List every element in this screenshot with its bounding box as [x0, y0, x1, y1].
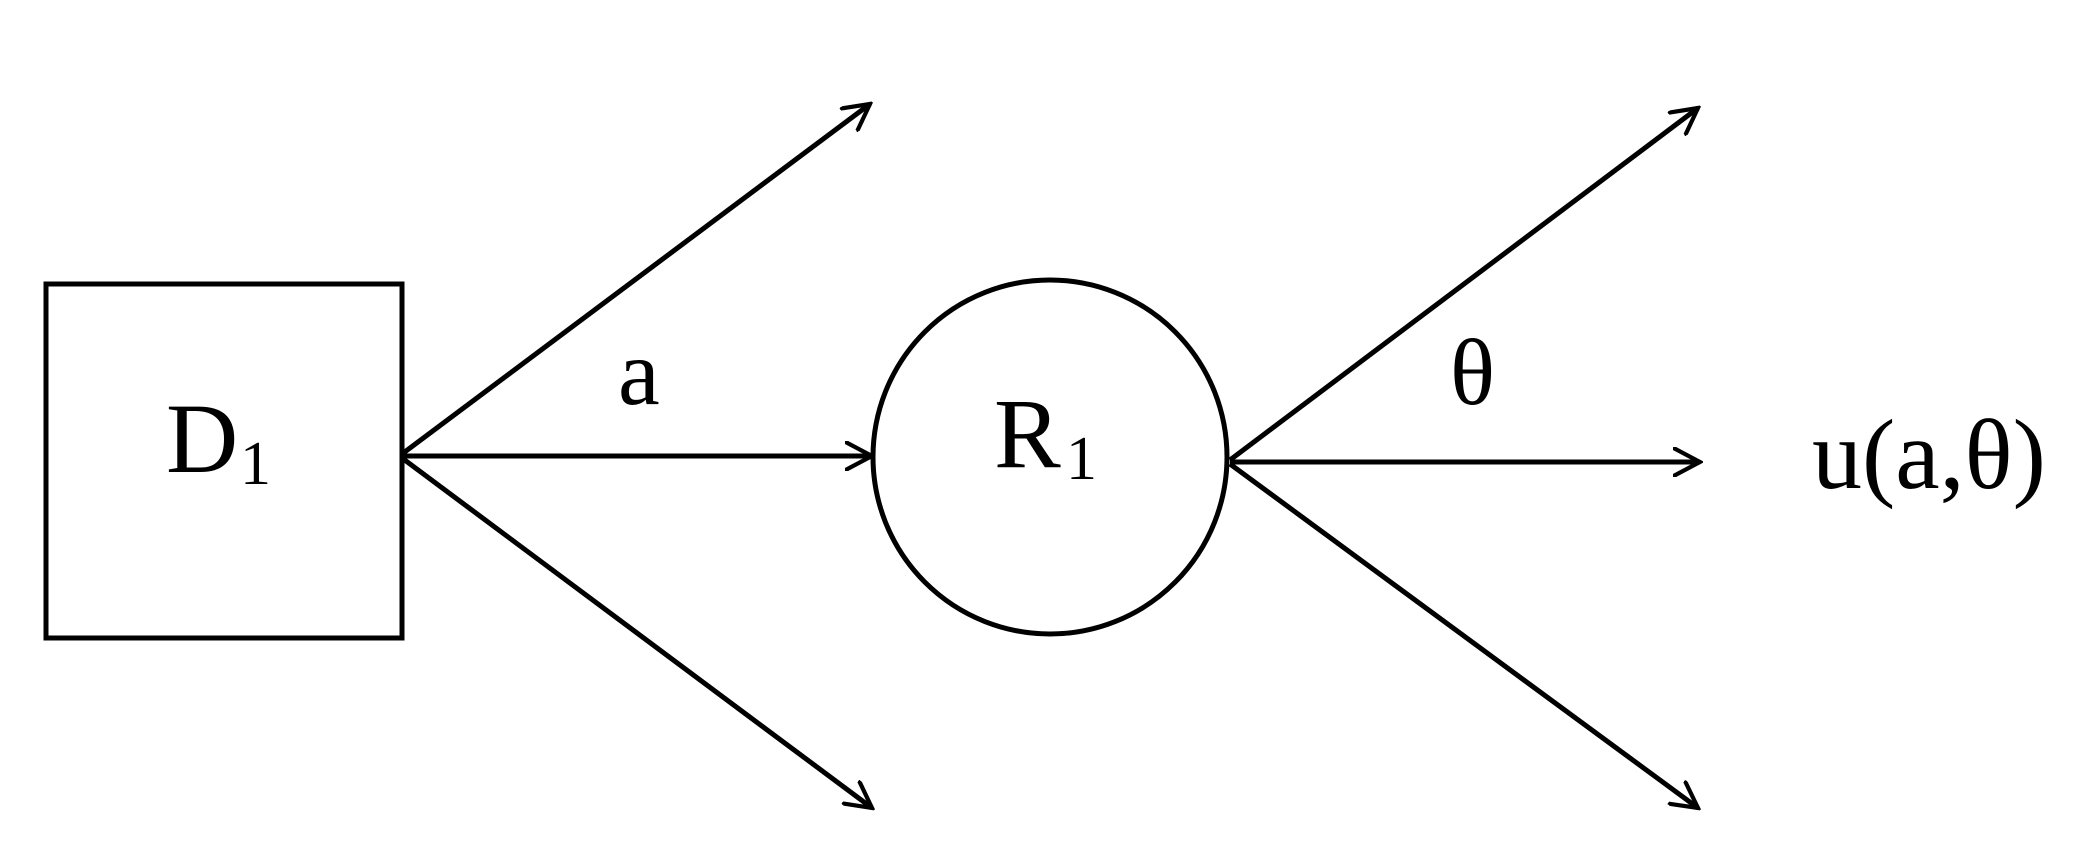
action-edge-label: a	[618, 321, 660, 425]
chance-edge-upper	[1228, 108, 1698, 462]
decision-node-subscript: 1	[240, 430, 271, 498]
chance-node-circle	[870, 277, 1230, 637]
decision-edge-upper	[400, 104, 870, 457]
state-edge-label: θ	[1450, 321, 1495, 425]
decision-edge-lower	[400, 455, 872, 808]
chance-node-letter: R	[994, 378, 1061, 489]
utility-label: u(a,θ)	[1812, 399, 2046, 510]
decision-node-letter: D	[166, 383, 238, 494]
chance-edge-lower	[1228, 461, 1698, 808]
decision-node: D 1	[43, 281, 405, 641]
chance-node: R 1	[870, 277, 1230, 637]
chance-node-subscript: 1	[1066, 425, 1097, 493]
